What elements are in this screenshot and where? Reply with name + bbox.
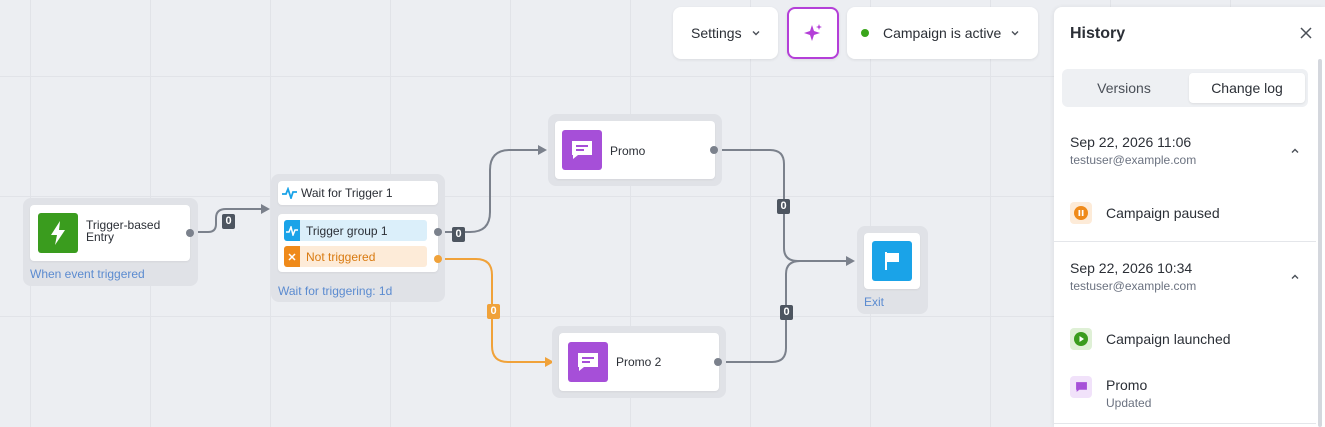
entry-date: Sep 22, 2026 11:06 [1070,134,1192,150]
divider [1054,241,1316,242]
exit-node[interactable]: Exit [857,226,928,314]
promo-card[interactable]: Promo [555,121,715,179]
wait-header[interactable]: Wait for Trigger 1 [278,181,438,205]
message-icon [1070,376,1092,398]
event-sublabel: Updated [1106,396,1152,410]
output-port[interactable] [710,146,718,154]
chevron-down-icon [752,31,760,36]
output-port[interactable] [714,358,722,366]
entry-date: Sep 22, 2026 10:34 [1070,260,1193,276]
promo-2-card[interactable]: Promo 2 [559,333,719,391]
event-label: Campaign launched [1106,331,1231,347]
trigger-group-label: Trigger group 1 [306,223,388,238]
edge-count-badge: 0 [222,214,235,229]
wait-subtitle: Wait for triggering: 1d [278,284,393,298]
tab-versions[interactable]: Versions [1097,80,1151,96]
event-label: Campaign paused [1106,205,1220,221]
edge-entry-wait [190,208,262,233]
message-icon [562,130,602,170]
chevron-up-icon[interactable] [1290,272,1300,282]
tab-change-log[interactable]: Change log [1189,73,1305,103]
output-port-not-triggered[interactable] [434,255,442,263]
chevron-up-icon[interactable] [1290,146,1300,156]
output-port[interactable] [186,229,194,237]
campaign-status-dropdown[interactable]: Campaign is active [847,7,1038,59]
sparkles-icon [804,24,822,41]
edge-count-badge: 0 [452,227,465,242]
history-panel: History Versions Change log Sep 22, 2026… [1054,7,1325,427]
scrollbar[interactable] [1318,59,1322,427]
exit-label: Exit [864,295,885,309]
edge-group-promo [438,149,538,233]
event-label: Promo [1106,377,1148,393]
edge-count-badge: 0 [780,305,793,320]
status-label: Campaign is active [883,25,1002,41]
settings-dropdown[interactable]: Settings [673,7,778,59]
wait-groups: Trigger group 1 Not triggered [278,214,438,272]
pulse-icon [284,220,300,241]
message-icon [568,342,608,382]
panel-title: History [1070,25,1126,42]
promo-node[interactable]: Promo [548,114,722,186]
exit-card[interactable] [864,233,920,289]
divider [1054,423,1316,424]
lightning-icon [38,213,78,253]
pause-icon [1070,202,1092,224]
not-triggered-row[interactable]: Not triggered [284,246,427,267]
trigger-group-row[interactable]: Trigger group 1 [284,220,427,241]
settings-label: Settings [691,25,742,41]
entry-user: testuser@example.com [1070,279,1197,293]
play-icon [1070,328,1092,350]
edge-count-badge: 0 [487,304,500,319]
entry-title: Trigger-based Entry [86,218,161,244]
promo-2-node[interactable]: Promo 2 [552,326,726,398]
output-port[interactable] [434,228,442,236]
promo-label: Promo [610,144,646,158]
close-icon [284,246,300,267]
pulse-icon [282,187,297,199]
wait-for-trigger-node[interactable]: Wait for Trigger 1 Trigger group 1 Not t… [271,174,445,302]
close-icon[interactable] [1300,27,1312,39]
flag-icon [872,241,912,281]
promo-2-label: Promo 2 [616,355,662,369]
entry-user: testuser@example.com [1070,153,1197,167]
entry-node[interactable]: Trigger-based Entry When event triggered [23,198,198,286]
tabs: Versions Change log [1062,69,1308,107]
status-dot [861,29,869,37]
entry-subtitle: When event triggered [30,267,145,281]
entry-card[interactable]: Trigger-based Entry [30,205,190,261]
ai-assistant-button[interactable] [787,7,839,59]
wait-title: Wait for Trigger 1 [301,186,393,200]
edge-count-badge: 0 [777,199,790,214]
not-triggered-label: Not triggered [306,249,376,264]
chevron-down-icon [1011,31,1019,36]
